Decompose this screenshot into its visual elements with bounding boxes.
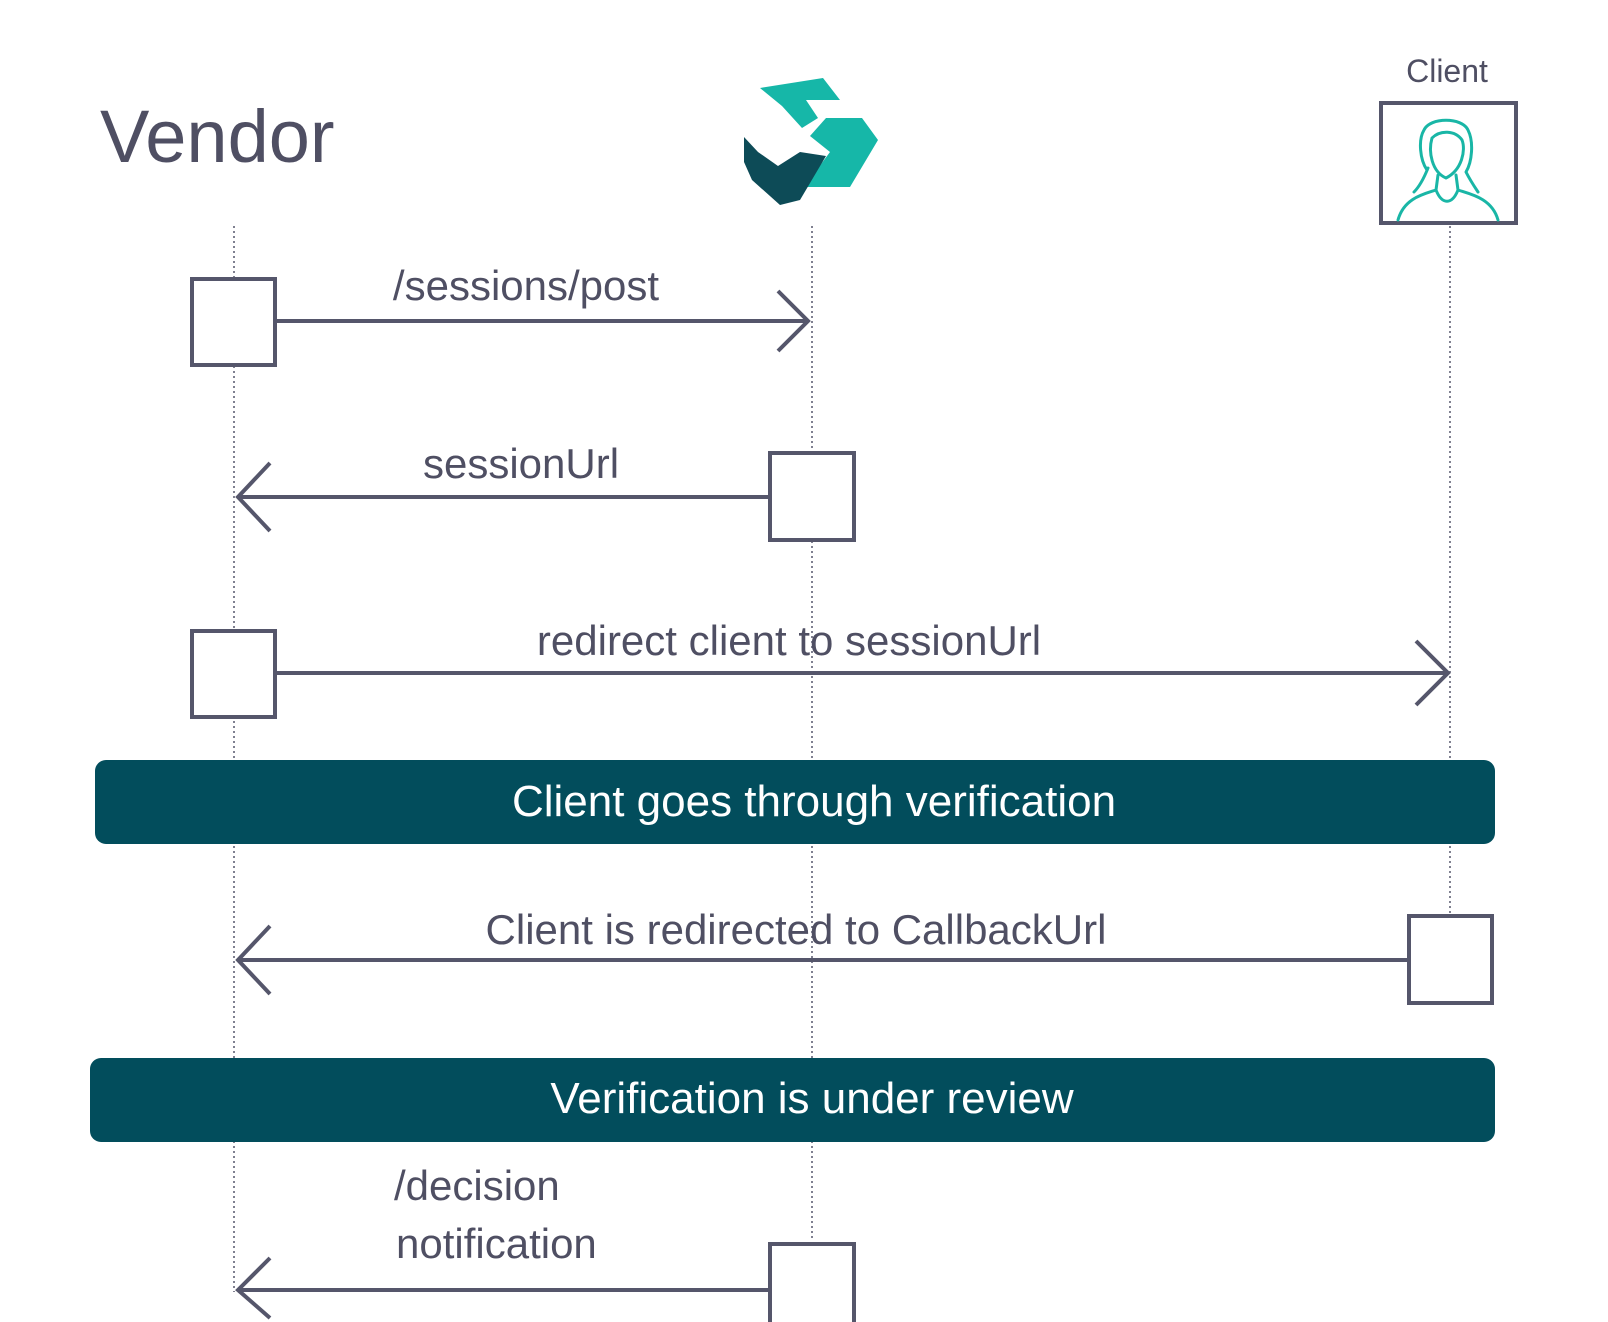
vendor-activation-2 — [190, 629, 277, 719]
message-label-decision-line1: /decision — [394, 1162, 560, 1209]
message-label-redirect-client: redirect client to sessionUrl — [537, 617, 1041, 664]
message-label-session-url: sessionUrl — [423, 440, 619, 487]
arrowhead-right-icon — [1414, 639, 1451, 707]
message-label-callback: Client is redirected to CallbackUrl — [486, 906, 1107, 953]
banner-label-client-verification: Client goes through verification — [512, 777, 1116, 826]
arrowhead-left-icon — [235, 1256, 272, 1320]
message-label-sessions-post: /sessions/post — [393, 262, 659, 309]
arrowhead-left-icon — [235, 924, 272, 996]
client-title: Client — [1406, 53, 1488, 89]
vendor-activation-1 — [190, 277, 277, 367]
veriff-logo-icon — [744, 78, 878, 205]
service-activation-1 — [768, 451, 856, 542]
client-activation-1 — [1407, 914, 1494, 1005]
banner-client-verification — [95, 760, 1495, 844]
message-label-decision-line2: notification — [396, 1220, 597, 1267]
arrowhead-left-icon — [235, 461, 272, 533]
person-icon — [1396, 118, 1500, 222]
arrowhead-right-icon — [776, 289, 811, 353]
banner-label-under-review: Verification is under review — [550, 1074, 1074, 1123]
client-avatar-frame — [1379, 101, 1518, 225]
service-activation-2 — [768, 1242, 856, 1322]
vendor-title: Vendor — [100, 95, 335, 178]
banner-under-review — [90, 1058, 1495, 1142]
